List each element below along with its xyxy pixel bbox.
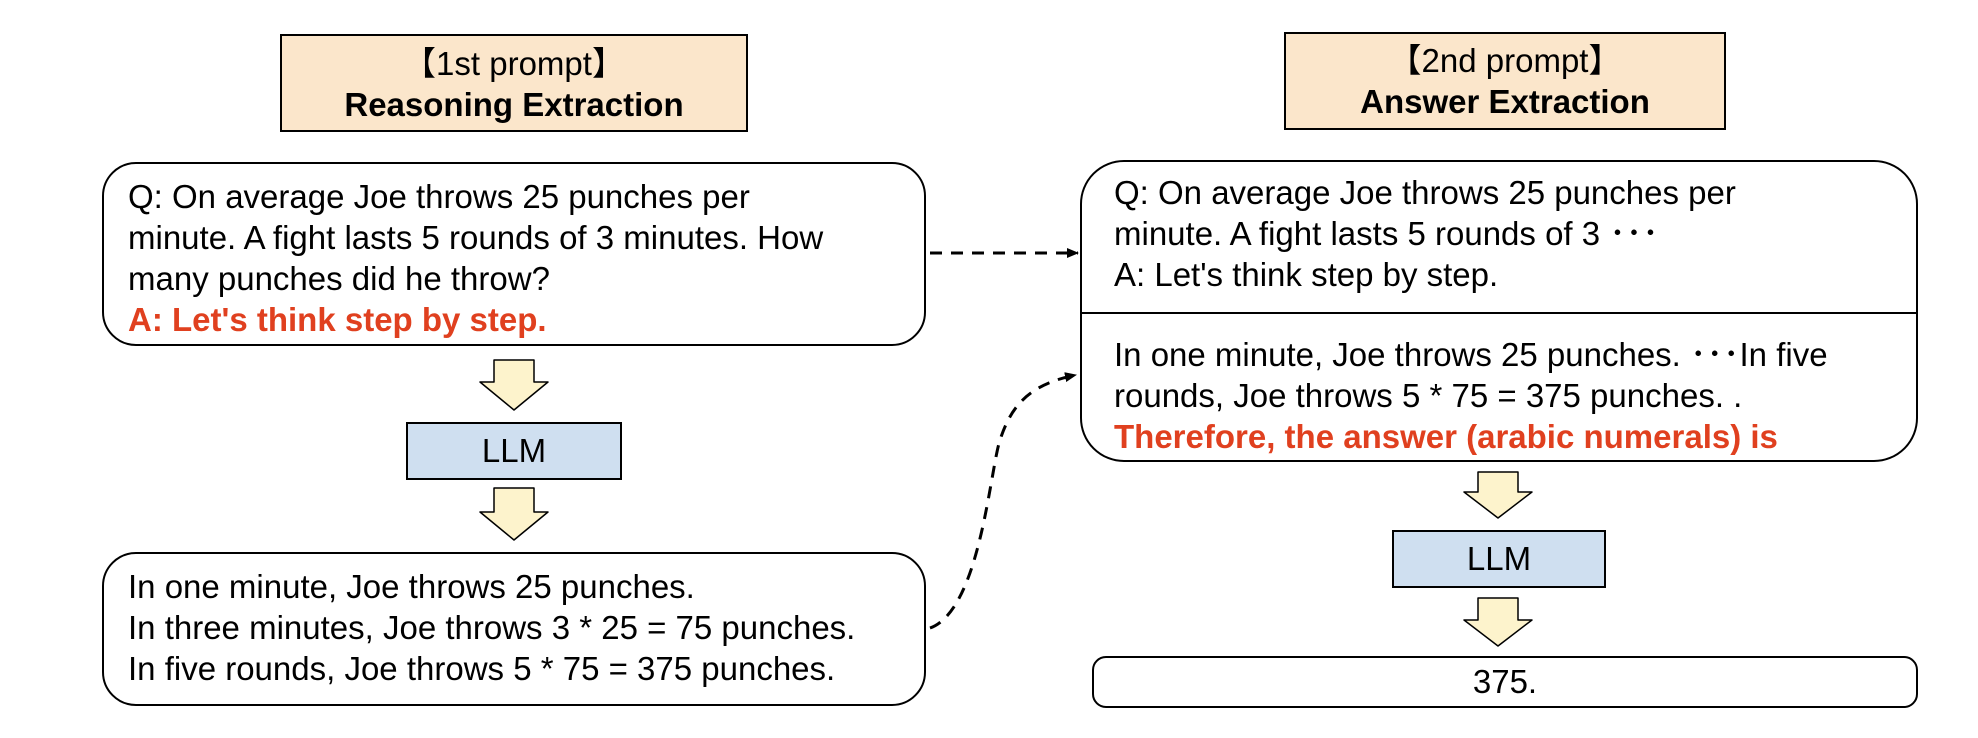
right-llm-box: LLM <box>1392 530 1606 588</box>
final-answer: 375. <box>1472 663 1538 700</box>
second-prompt-title: 【2nd prompt】 <box>1388 42 1622 79</box>
reasoning-line: rounds, Joe throws 5 * 75 = 375 punches.… <box>1114 377 1743 414</box>
first-prompt-header: 【1st prompt】 Reasoning Extraction <box>280 34 748 132</box>
down-arrow-icon <box>1463 597 1533 647</box>
left-llm-box: LLM <box>406 422 622 480</box>
output-line: In three minutes, Joe throws 3 * 25 = 75… <box>128 609 856 646</box>
first-prompt-title: 【1st prompt】 <box>403 45 625 82</box>
second-prompt-reasoning-section: In one minute, Joe throws 25 punches. ･･… <box>1082 334 1916 457</box>
output-line: In five rounds, Joe throws 5 * 75 = 375 … <box>128 650 836 687</box>
question-line: minute. A fight lasts 5 rounds of 3 minu… <box>128 219 824 256</box>
question-line: Q: On average Joe throws 25 punches per <box>128 178 750 215</box>
second-prompt-subtitle: Answer Extraction <box>1360 83 1650 120</box>
second-prompt-header: 【2nd prompt】 Answer Extraction <box>1284 32 1726 130</box>
reasoning-output-box: In one minute, Joe throws 25 punches. In… <box>102 552 926 706</box>
question-line: minute. A fight lasts 5 rounds of 3 ･･･ <box>1114 215 1659 252</box>
llm-label: LLM <box>1466 540 1532 577</box>
answer-trigger: Therefore, the answer (arabic numerals) … <box>1114 418 1778 455</box>
section-divider <box>1082 312 1916 314</box>
first-prompt-question-box: Q: On average Joe throws 25 punches per … <box>102 162 926 346</box>
first-prompt-subtitle: Reasoning Extraction <box>344 86 684 123</box>
dashed-arrow-icon <box>929 372 1077 630</box>
down-arrow-icon <box>1463 471 1533 519</box>
second-prompt-question-section: Q: On average Joe throws 25 punches per … <box>1082 162 1916 312</box>
question-line: Q: On average Joe throws 25 punches per <box>1114 174 1736 211</box>
output-line: In one minute, Joe throws 25 punches. <box>128 568 695 605</box>
llm-label: LLM <box>481 432 547 469</box>
answer-prompt-line: A: Let's think step by step. <box>1114 256 1499 293</box>
reasoning-line: In one minute, Joe throws 25 punches. ･･… <box>1114 336 1828 373</box>
down-arrow-icon <box>479 359 549 411</box>
down-arrow-icon <box>479 487 549 541</box>
reasoning-trigger: A: Let's think step by step. <box>128 301 547 338</box>
final-answer-box: 375. <box>1092 656 1918 708</box>
second-prompt-box: Q: On average Joe throws 25 punches per … <box>1080 160 1918 462</box>
question-line: many punches did he throw? <box>128 260 550 297</box>
